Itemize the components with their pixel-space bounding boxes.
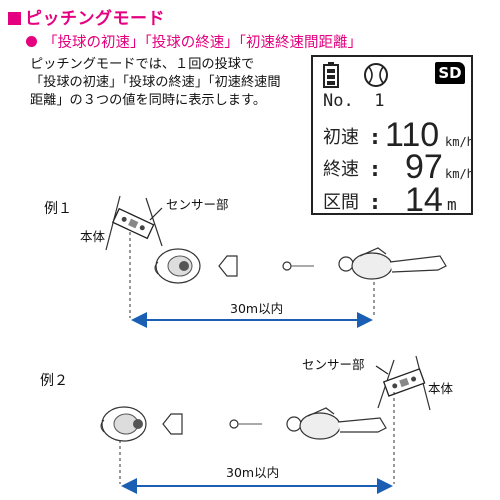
- initial-speed-unit: km/h: [445, 135, 474, 149]
- number-value: 1: [374, 91, 385, 111]
- example-1-catcher: [154, 248, 201, 284]
- example-2-home-plate: [162, 413, 183, 435]
- example-1-ball: [282, 261, 314, 271]
- example-2-ball: [229, 419, 262, 429]
- subheading-bullet-dot: [26, 36, 37, 47]
- heading-text: ピッチングモード: [25, 9, 165, 29]
- initial-speed-row: 初速 : 110 km/h: [323, 115, 474, 155]
- number-label: No.: [323, 91, 354, 111]
- example-2-title: 例２: [40, 373, 68, 389]
- final-speed-unit: km/h: [445, 167, 474, 181]
- description-line: 「投球の初速」「投球の終速」「初速終速間: [30, 75, 281, 90]
- initial-speed-value: 110: [385, 116, 440, 154]
- example-1-distance-label: 30m以内: [230, 301, 284, 316]
- description: ピッチングモードでは、１回の投球で 「投球の初速」「投球の終速」「初速終速間 距…: [30, 56, 320, 110]
- example-1-sensor-label: センサー部: [166, 197, 229, 212]
- distance-unit: m: [447, 195, 457, 214]
- heading-square-bullet: [8, 12, 21, 25]
- sd-card-badge: SD: [435, 62, 465, 84]
- lcd-display: SD No. 1 初速 : 110 km/h 終速 : 97 km/h 区間 :…: [311, 55, 474, 219]
- baseball-icon: [364, 63, 388, 87]
- example-2-pitcher: [286, 407, 387, 440]
- distance-label: 区間: [323, 192, 359, 213]
- colon: :: [371, 125, 379, 149]
- example-1-title: 例１: [44, 201, 72, 217]
- description-line: 距離」の３つの値を同時に表示します。: [30, 93, 267, 108]
- example-2-distance-label: 30m以内: [226, 465, 280, 480]
- final-speed-value: 97: [405, 148, 443, 186]
- distance-row: 区間 : 14 m: [323, 180, 473, 220]
- battery-icon: [323, 62, 339, 88]
- subheading: 「投球の初速」「投球の終速」「初速終速間距離」: [26, 31, 362, 52]
- final-speed-row: 終速 : 97 km/h: [323, 147, 474, 187]
- example-1-home-plate: [218, 255, 238, 277]
- initial-speed-label: 初速: [323, 127, 359, 148]
- distance-value: 14: [405, 181, 443, 219]
- example-2-body-label: 本体: [428, 381, 454, 396]
- example-1-pitcher: [338, 247, 447, 280]
- record-number: No. 1: [323, 91, 384, 111]
- description-line: ピッチングモードでは、１回の投球で: [30, 57, 255, 72]
- colon: :: [371, 157, 379, 181]
- colon: :: [371, 190, 379, 214]
- example-2-sensor-device: [375, 355, 431, 411]
- final-speed-label: 終速: [323, 159, 359, 180]
- example-2-catcher: [100, 406, 147, 442]
- example-2-sensor-label: センサー部: [302, 357, 365, 372]
- example-1-body-label: 本体: [80, 229, 106, 244]
- section-heading: ピッチングモード: [8, 4, 165, 29]
- subheading-text: 「投球の初速」「投球の終速」「初速終速間距離」: [43, 35, 362, 51]
- example-1-sensor-device: [105, 195, 163, 251]
